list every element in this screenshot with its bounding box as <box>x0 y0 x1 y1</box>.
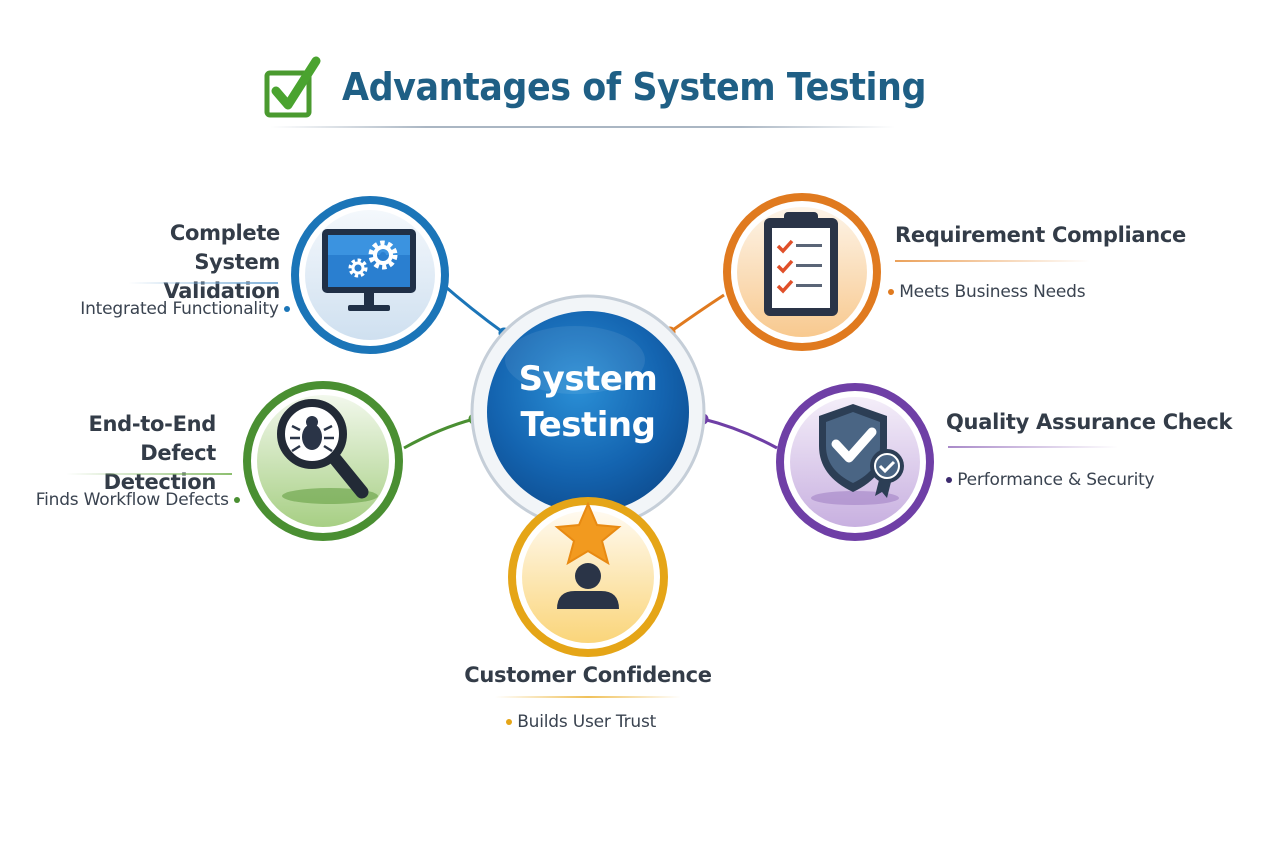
node-compliance-circle <box>723 193 881 351</box>
clipboard-checklist-icon <box>764 212 838 316</box>
node-defect-circle <box>243 381 403 541</box>
node-compliance-sub: Meets Business Needs <box>888 282 1086 302</box>
node-confidence-rule <box>495 696 681 698</box>
node-defect-sub: Finds Workflow Defects <box>20 490 240 510</box>
connector-compliance <box>669 293 725 334</box>
node-defect-title: End-to-End Defect Detection <box>88 412 216 494</box>
monitor-gears-icon <box>322 229 416 311</box>
title-row: Advantages of System Testing <box>264 52 977 122</box>
node-validation-circle <box>291 196 449 354</box>
node-validation-rule <box>128 282 278 284</box>
connector-defect <box>403 417 475 450</box>
magnifier-bug-icon <box>277 399 369 499</box>
node-quality-rule <box>948 446 1118 448</box>
user-star-icon <box>554 501 622 609</box>
node-validation-title: Complete System Validation <box>163 221 281 303</box>
shield-check-icon <box>819 404 904 498</box>
title-underline <box>270 126 895 128</box>
node-compliance-rule <box>895 260 1090 262</box>
node-defect-rule <box>66 473 232 475</box>
node-confidence-sub: Builds User Trust <box>506 712 656 732</box>
node-quality-sub: Performance & Security <box>946 470 1155 490</box>
node-validation-sub: Integrated Functionality <box>60 299 290 319</box>
page-title: Advantages of System Testing <box>342 65 927 109</box>
center-hub <box>470 294 706 530</box>
node-compliance-title: Requirement Compliance <box>895 223 1186 247</box>
node-confidence-title: Customer Confidence <box>464 663 712 687</box>
node-quality-circle <box>776 383 934 541</box>
center-hub-label: System Testing <box>518 359 658 445</box>
node-confidence-circle <box>508 497 668 657</box>
checkbox-check-icon <box>264 56 321 118</box>
node-quality-title: Quality Assurance Check <box>946 410 1233 434</box>
connector-quality <box>702 417 778 450</box>
